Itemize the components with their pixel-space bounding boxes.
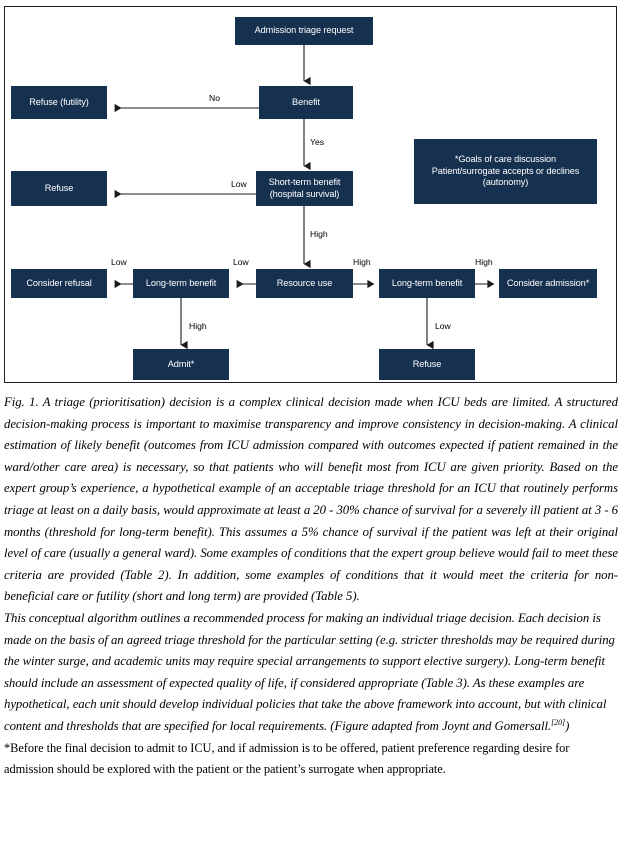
caption-paragraph-1: Fig. 1. A triage (prioritisation) decisi… [4, 395, 618, 604]
edge-label-ltb-right-low: Low [435, 321, 451, 331]
edge-label-short-term-low: Low [231, 179, 247, 189]
figure-caption: Fig. 1. A triage (prioritisation) decisi… [4, 392, 618, 781]
edge-label-short-term-high: High [310, 229, 328, 239]
node-long-term-benefit-right[interactable]: Long-term benefit [379, 269, 475, 298]
node-long-term-benefit-left[interactable]: Long-term benefit [133, 269, 229, 298]
node-benefit[interactable]: Benefit [259, 86, 353, 119]
edge-label-ltb-left-low: Low [111, 257, 127, 267]
node-consider-admission[interactable]: Consider admission* [499, 269, 597, 298]
node-goals-of-care[interactable]: *Goals of care discussion Patient/surrog… [414, 139, 597, 204]
figure-frame: Admission triage request Refuse (futilit… [4, 6, 617, 383]
edge-label-ltb-left-high: High [189, 321, 207, 331]
edge-label-benefit-no: No [209, 93, 220, 103]
edge-label-ltb-right-high: High [475, 257, 493, 267]
caption-paragraph-2-close: ) [565, 718, 570, 733]
caption-paragraph-2: This conceptual algorithm outlines a rec… [4, 608, 618, 738]
edge-label-resource-low: Low [233, 257, 249, 267]
node-consider-refusal[interactable]: Consider refusal [11, 269, 107, 298]
flowchart-connectors [114, 45, 495, 350]
node-admit[interactable]: Admit* [133, 349, 229, 380]
caption-paragraph-2-text: This conceptual algorithm outlines a rec… [4, 610, 615, 733]
node-short-term-benefit[interactable]: Short-term benefit (hospital survival) [256, 171, 353, 206]
node-refuse-futility[interactable]: Refuse (futility) [11, 86, 107, 119]
caption-reference-marker: [20] [551, 717, 566, 727]
node-admission-triage-request[interactable]: Admission triage request [235, 17, 373, 45]
edge-label-benefit-yes: Yes [310, 137, 325, 147]
node-resource-use[interactable]: Resource use [256, 269, 353, 298]
edge-label-resource-high: High [353, 257, 371, 267]
flowchart-canvas [5, 7, 616, 382]
node-refuse-short-term[interactable]: Refuse [11, 171, 107, 206]
node-refuse-long-term[interactable]: Refuse [379, 349, 475, 380]
caption-footnote: *Before the final decision to admit to I… [4, 740, 570, 777]
